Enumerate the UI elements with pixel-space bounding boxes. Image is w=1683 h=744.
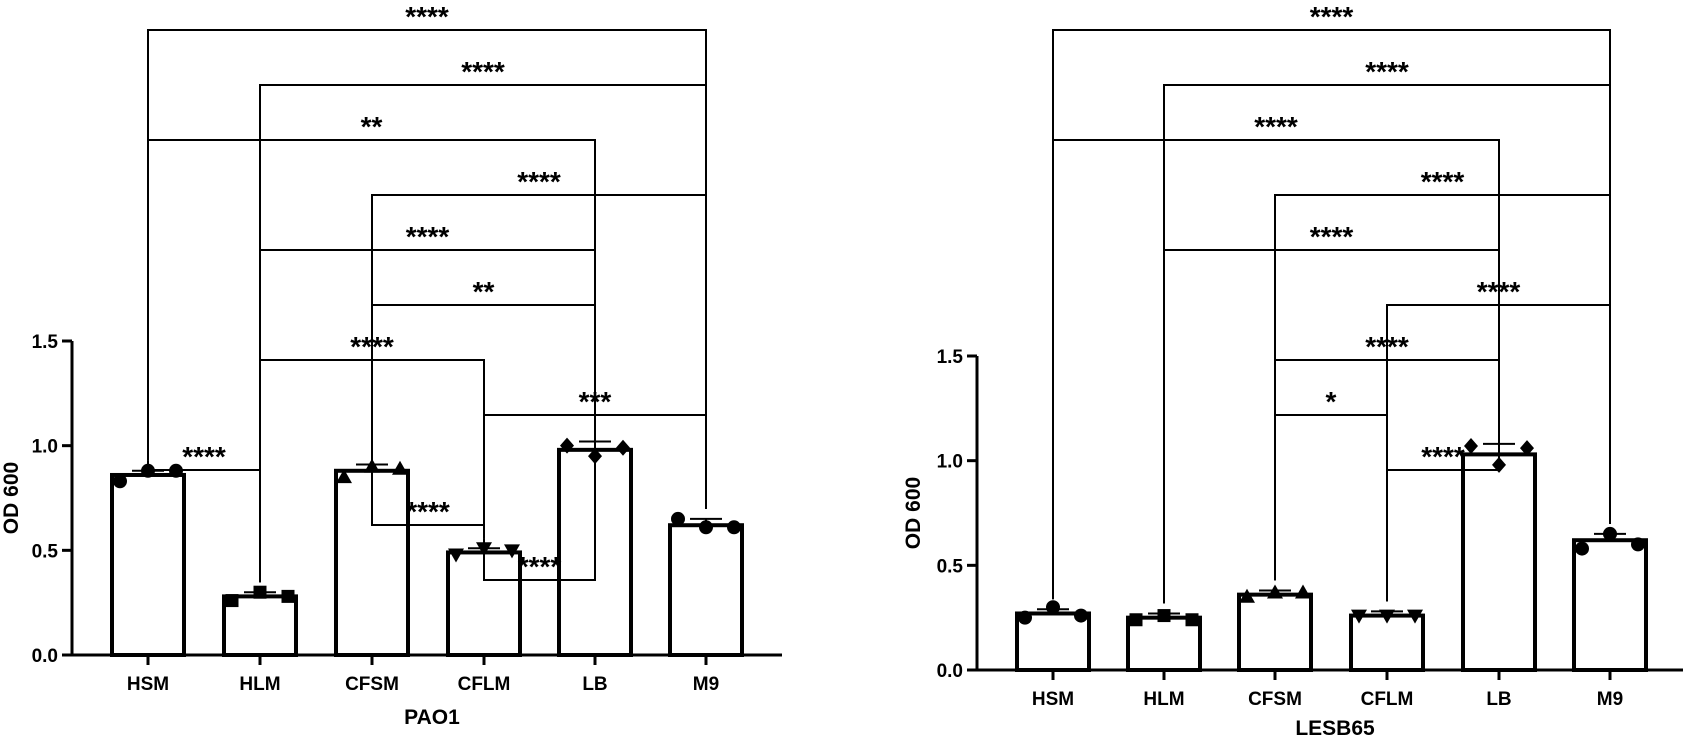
significance-label: **** — [1365, 56, 1409, 87]
data-point — [225, 594, 239, 608]
data-point — [504, 544, 520, 559]
significance-bracket — [483, 431, 596, 581]
data-point — [1157, 609, 1171, 623]
x-tick-label: HLM — [239, 674, 280, 695]
bar — [1349, 613, 1425, 672]
significance-label: **** — [405, 1, 449, 32]
data-point — [113, 474, 127, 489]
significance-label: **** — [406, 496, 450, 527]
significance-label: **** — [182, 441, 226, 472]
y-tick-label: 1.0 — [937, 452, 963, 473]
significance-label: **** — [517, 166, 561, 197]
x-tick-label: HSM — [127, 674, 169, 695]
x-tick-label: CFLM — [458, 674, 511, 695]
data-point — [699, 520, 713, 535]
data-point — [1295, 584, 1311, 599]
significance-label: * — [1326, 386, 1337, 417]
significance-bracket — [259, 249, 596, 583]
data-point — [1631, 537, 1645, 552]
bar — [1237, 592, 1313, 673]
data-point — [1379, 609, 1395, 624]
significance-bracket — [1163, 249, 1500, 604]
significance-label: **** — [1310, 1, 1354, 32]
data-point — [1603, 526, 1617, 541]
significance-label: **** — [1477, 276, 1521, 307]
x-axis-title: LESB65 — [1295, 717, 1375, 739]
significance-bracket — [1386, 433, 1500, 602]
y-tick-label: 0.0 — [32, 646, 58, 667]
data-point — [1018, 610, 1032, 625]
x-tick-label: CFSM — [345, 674, 399, 695]
data-point — [1046, 600, 1060, 615]
significance-bracket — [483, 414, 707, 539]
significance-label: **** — [1421, 441, 1465, 472]
y-tick-label: 1.5 — [937, 347, 964, 368]
x-tick-label: CFSM — [1248, 689, 1302, 710]
significance-bracket — [371, 304, 596, 455]
x-tick-label: M9 — [693, 674, 719, 695]
significance-label: **** — [1421, 166, 1465, 197]
data-point — [560, 437, 574, 454]
significance-label: *** — [579, 386, 612, 417]
y-axis-title: OD 600 — [0, 462, 23, 534]
data-point — [448, 548, 464, 563]
y-tick-label: 1.5 — [32, 332, 59, 353]
data-point — [1185, 613, 1199, 627]
data-point — [392, 460, 408, 475]
y-tick-label: 0.0 — [937, 661, 963, 682]
significance-label: **** — [461, 56, 505, 87]
significance-label: ** — [361, 111, 383, 142]
data-point — [1575, 541, 1589, 556]
x-tick-label: LB — [582, 674, 607, 695]
x-tick-label: CFLM — [1361, 689, 1414, 710]
data-point — [1407, 609, 1423, 624]
data-point — [1129, 613, 1143, 627]
data-point — [1464, 438, 1478, 455]
significance-label: **** — [518, 551, 562, 582]
significance-bracket — [1274, 414, 1388, 602]
data-point — [671, 511, 685, 526]
data-point — [1267, 584, 1283, 599]
significance-label: ** — [473, 276, 495, 307]
y-tick-label: 1.0 — [32, 437, 58, 458]
data-point — [1351, 609, 1367, 624]
bar — [110, 472, 186, 657]
y-tick-label: 0.5 — [32, 541, 59, 562]
data-point — [281, 589, 295, 603]
x-tick-label: M9 — [1597, 689, 1623, 710]
data-point — [616, 439, 630, 456]
data-point — [727, 520, 741, 535]
significance-label: **** — [406, 221, 450, 252]
bar — [1461, 452, 1537, 672]
y-axis-title: OD 600 — [902, 477, 925, 549]
significance-label: **** — [1365, 331, 1409, 362]
data-point — [1074, 608, 1088, 623]
significance-bracket — [147, 460, 261, 583]
significance-label: **** — [1254, 111, 1298, 142]
significance-label: **** — [350, 331, 394, 362]
significance-label: **** — [1310, 221, 1354, 252]
significance-bracket — [371, 454, 485, 539]
data-point — [336, 469, 352, 484]
x-tick-label: HLM — [1143, 689, 1184, 710]
data-point — [1520, 440, 1534, 457]
x-tick-label: HSM — [1032, 689, 1074, 710]
significance-bracket — [147, 29, 707, 509]
bar — [1572, 538, 1648, 672]
x-tick-label: LB — [1486, 689, 1511, 710]
data-point — [253, 585, 267, 599]
y-tick-label: 0.5 — [937, 556, 964, 577]
data-point — [1239, 588, 1255, 603]
x-axis-title: PAO1 — [404, 706, 460, 729]
bar — [668, 523, 744, 657]
